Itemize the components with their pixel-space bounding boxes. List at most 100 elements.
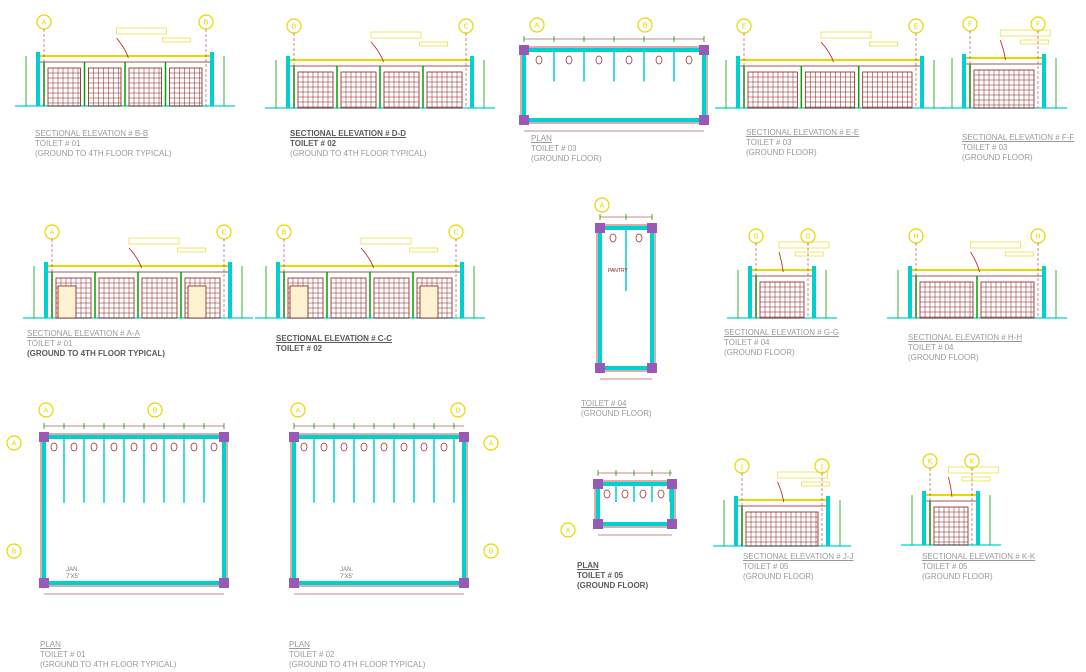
caption-floor: (GROUND FLOOR) (746, 148, 817, 157)
end-wall (922, 491, 926, 545)
grid-bubble-letter: C (464, 23, 469, 31)
leader-line (370, 41, 384, 63)
column (519, 45, 529, 55)
caption-floor: (GROUND FLOOR) (577, 581, 649, 590)
caption-plan-toilet-05: PLAN TOILET # 05 (GROUND FLOOR) (577, 561, 648, 591)
caption-section-e-e: SECTIONAL ELEVATION # E-E TOILET # 03 (G… (746, 128, 859, 158)
grid-bubble-icon (483, 543, 499, 559)
grid-bubble-letter: B (204, 19, 209, 27)
floor-plan: A (560, 470, 677, 538)
wc-fixture-icon (210, 442, 218, 452)
caption-subtitle: TOILET # 02 (290, 139, 337, 148)
caption-title: PLAN (577, 561, 599, 570)
caption-section-k-k: SECTIONAL ELEVATION # K-K TOILET # 05 (G… (922, 552, 1035, 582)
wall-outline (596, 224, 656, 372)
tile-panel (747, 71, 798, 109)
wc-fixture-icon (90, 442, 98, 452)
caption-section-d-d: SECTIONAL ELEVATION # D-D TOILET # 02 (G… (290, 129, 426, 159)
wc-fixture-icon (380, 442, 388, 452)
wc-fixture-icon (130, 442, 138, 452)
column (595, 363, 605, 373)
room-label-size: 7'X5' (340, 574, 353, 580)
caption-section-g-g: SECTIONAL ELEVATION # G-G TOILET # 04 (G… (724, 328, 839, 358)
caption-subtitle: TOILET # 05 (577, 571, 624, 580)
annotation-tag (777, 471, 828, 479)
tile-grid-lines (934, 507, 968, 545)
grid-bubble-letter: G (805, 233, 810, 241)
caption-floor: (GROUND FLOOR) (962, 153, 1033, 162)
annotation-tag (419, 41, 448, 47)
tile-grid-lines (142, 278, 177, 318)
tile-grid-lines (169, 68, 202, 106)
annotation-tag (409, 247, 438, 253)
wc-fixture-icon (340, 442, 348, 452)
tile-grid-lines (805, 72, 855, 108)
grid-bubble-icon (637, 17, 653, 33)
annotation-tag (177, 247, 206, 253)
caption-plan-toilet-02: PLAN TOILET # 02 (GROUND TO 4TH FLOOR TY… (289, 640, 425, 670)
caption-plan-toilet-03: PLAN TOILET # 03 (GROUND FLOOR) (531, 134, 602, 164)
grid-bubble-letter: B (153, 407, 158, 415)
column (667, 479, 677, 489)
grid-bubble-icon (147, 402, 163, 418)
grid-bubble-letter: F (1036, 21, 1040, 29)
caption-section-j-j: SECTIONAL ELEVATION # J-J TOILET # 05 (G… (743, 552, 854, 582)
floor-plan: A (594, 197, 657, 380)
tile-grid-lines (748, 72, 798, 108)
caption-title: SECTIONAL ELEVATION # J-J (743, 552, 854, 561)
tile-grid-lines (88, 68, 121, 106)
end-wall (826, 496, 830, 546)
grid-bubble-icon (560, 522, 576, 538)
tile-panel (804, 71, 856, 109)
room-label-janitor-2: JAN. 7'X5' (340, 567, 353, 581)
annotation-tag (869, 41, 898, 47)
caption-title: SECTIONAL ELEVATION # C-C (276, 334, 393, 343)
leader-line (116, 37, 129, 59)
wall-outline (40, 433, 228, 587)
grid-bubble-letter: A (296, 407, 301, 415)
caption-title: TOILET # 04 (581, 399, 627, 408)
leader-line (999, 39, 1006, 61)
wc-fixture-icon (400, 442, 408, 452)
wc-fixture-icon (639, 489, 647, 499)
annotation-tag (162, 37, 191, 43)
leader-line (820, 41, 834, 63)
caption-floor: (GROUND FLOOR) (724, 348, 795, 357)
tile-panel (169, 67, 203, 107)
tile-grid-lines (862, 72, 912, 108)
column (667, 519, 677, 529)
annotation-tag (999, 29, 1051, 37)
annotation-tag (360, 237, 412, 245)
tile-panel (47, 67, 81, 107)
grid-bubble-letter: J (740, 463, 743, 471)
annotation-tag (778, 241, 830, 249)
grid-bubble-letter: J (820, 463, 823, 471)
caption-floor: (GROUND FLOOR) (743, 572, 814, 581)
end-wall (210, 52, 214, 106)
grid-bubble-icon (38, 402, 54, 418)
end-wall (460, 262, 464, 318)
wc-fixture-icon (621, 489, 629, 499)
grid-bubble-letter: A (489, 440, 494, 448)
grid-bubble-icon (529, 17, 545, 33)
tile-panel (745, 511, 819, 547)
tile-panel (919, 281, 974, 319)
end-wall (36, 52, 40, 106)
annotation-tag (1005, 251, 1034, 257)
leader-line (360, 247, 374, 269)
wc-fixture-icon (50, 442, 58, 452)
tile-grid-lines (298, 72, 333, 108)
caption-subtitle: TOILET # 05 (743, 562, 789, 571)
end-wall (1042, 266, 1046, 318)
outer-wall (42, 435, 226, 585)
grid-bubble-letter: E (914, 23, 918, 31)
end-wall (748, 266, 752, 318)
caption-title: SECTIONAL ELEVATION # A-A (27, 329, 140, 338)
outer-wall (596, 482, 674, 526)
grid-bubble-icon (450, 402, 466, 418)
column (519, 115, 529, 125)
